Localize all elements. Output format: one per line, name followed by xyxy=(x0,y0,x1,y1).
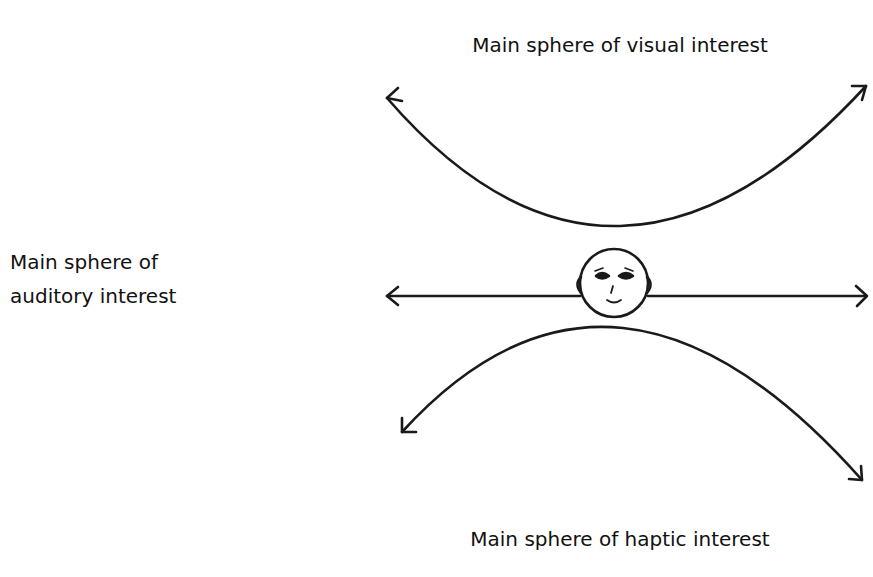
ear xyxy=(578,277,582,293)
auditory-line xyxy=(648,295,866,298)
ear xyxy=(647,277,651,293)
arrow-head xyxy=(387,287,398,305)
eyebrow xyxy=(625,268,633,271)
arrow-head xyxy=(856,286,867,306)
footer-label: Main sphere of haptic interest xyxy=(390,522,850,556)
arrow-head xyxy=(387,88,402,101)
arrow-head xyxy=(402,418,416,432)
arrow-head xyxy=(849,466,862,480)
side-label: Main sphere of auditory interest xyxy=(10,245,245,313)
haptic-arc xyxy=(402,327,862,480)
arrow-head xyxy=(852,86,866,100)
heading-label: Main sphere of visual interest xyxy=(390,28,850,62)
head-outline xyxy=(580,249,648,317)
auditory-line xyxy=(387,295,580,298)
eye xyxy=(619,273,633,279)
eyebrow xyxy=(595,268,603,271)
nose xyxy=(611,286,613,293)
visual-arc xyxy=(387,86,866,226)
eye xyxy=(596,273,609,279)
mouth xyxy=(607,300,621,303)
